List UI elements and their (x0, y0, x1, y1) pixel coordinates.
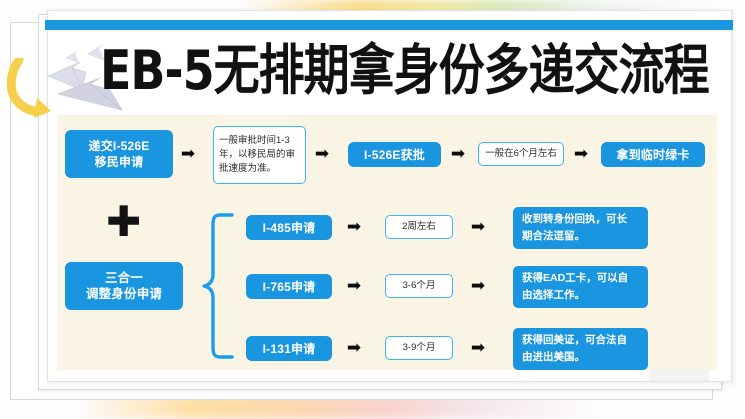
node-submit-i526e-line1: 递交I-526E (88, 139, 150, 153)
node-i765-application[interactable]: I-765申请 (246, 274, 332, 299)
outcome-i765-line1: 获得EAD工卡，可以自 (522, 272, 629, 284)
blue-top-rule (45, 20, 733, 30)
arrow-step-4: ➡ (573, 144, 589, 164)
arrow-step-1: ➡ (180, 144, 196, 164)
node-temp-greencard[interactable]: 拿到临时绿卡 (601, 142, 705, 167)
plus-icon: ✚ (106, 197, 142, 246)
arrow-i131-duration: ➡ (346, 338, 362, 358)
branch-brace-icon (202, 213, 234, 359)
outcome-i765-line2: 由选择工作。 (522, 289, 585, 301)
node-i526e-approved[interactable]: I-526E获批 (348, 142, 441, 167)
outcome-i131[interactable]: 获得回美证，可合法自 由进出美国。 (513, 328, 648, 370)
outcome-i765[interactable]: 获得EAD工卡，可以自 由选择工作。 (513, 266, 648, 308)
duration-i765: 3-6个月 (385, 274, 453, 298)
outcome-i131-line2: 由进出美国。 (522, 351, 585, 363)
node-i131-application[interactable]: I-131申请 (246, 336, 332, 361)
outcome-i485-line2: 期合法逗留。 (522, 230, 585, 242)
node-i485-application[interactable]: I-485申请 (246, 215, 332, 240)
page-title: EB-5无排期拿身份多递交流程 (100, 38, 710, 102)
duration-i131: 3-9个月 (385, 336, 453, 360)
node-submit-i526e-line2: 移民申请 (94, 155, 144, 169)
arrow-i131-outcome: ➡ (470, 338, 486, 358)
node-adjustment-of-status[interactable]: 三合一 调整身份申请 (65, 262, 183, 310)
outcome-i485-line1: 收到转身份回执，可长 (522, 213, 627, 225)
arrow-i485-outcome: ➡ (470, 217, 486, 237)
node-adjustment-line2: 调整身份申请 (85, 287, 163, 301)
node-submit-i526e[interactable]: 递交I-526E 移民申请 (65, 130, 173, 178)
outcome-i131-line1: 获得回美证，可合法自 (522, 334, 627, 346)
note-processing-time: 一般审批时间1-3年，以移民局的审批速度为准。 (213, 126, 306, 184)
outcome-i485[interactable]: 收到转身份回执，可长 期合法逗留。 (513, 207, 648, 249)
arrow-i765-outcome: ➡ (470, 276, 486, 296)
arrow-i765-duration: ➡ (346, 276, 362, 296)
arrow-step-3: ➡ (450, 144, 466, 164)
note-six-months: 一般在6个月左右 (478, 142, 564, 166)
arrow-i485-duration: ➡ (346, 217, 362, 237)
node-adjustment-line1: 三合一 (104, 271, 144, 285)
arrow-step-2: ➡ (314, 144, 330, 164)
duration-i485: 2周左右 (385, 215, 453, 239)
